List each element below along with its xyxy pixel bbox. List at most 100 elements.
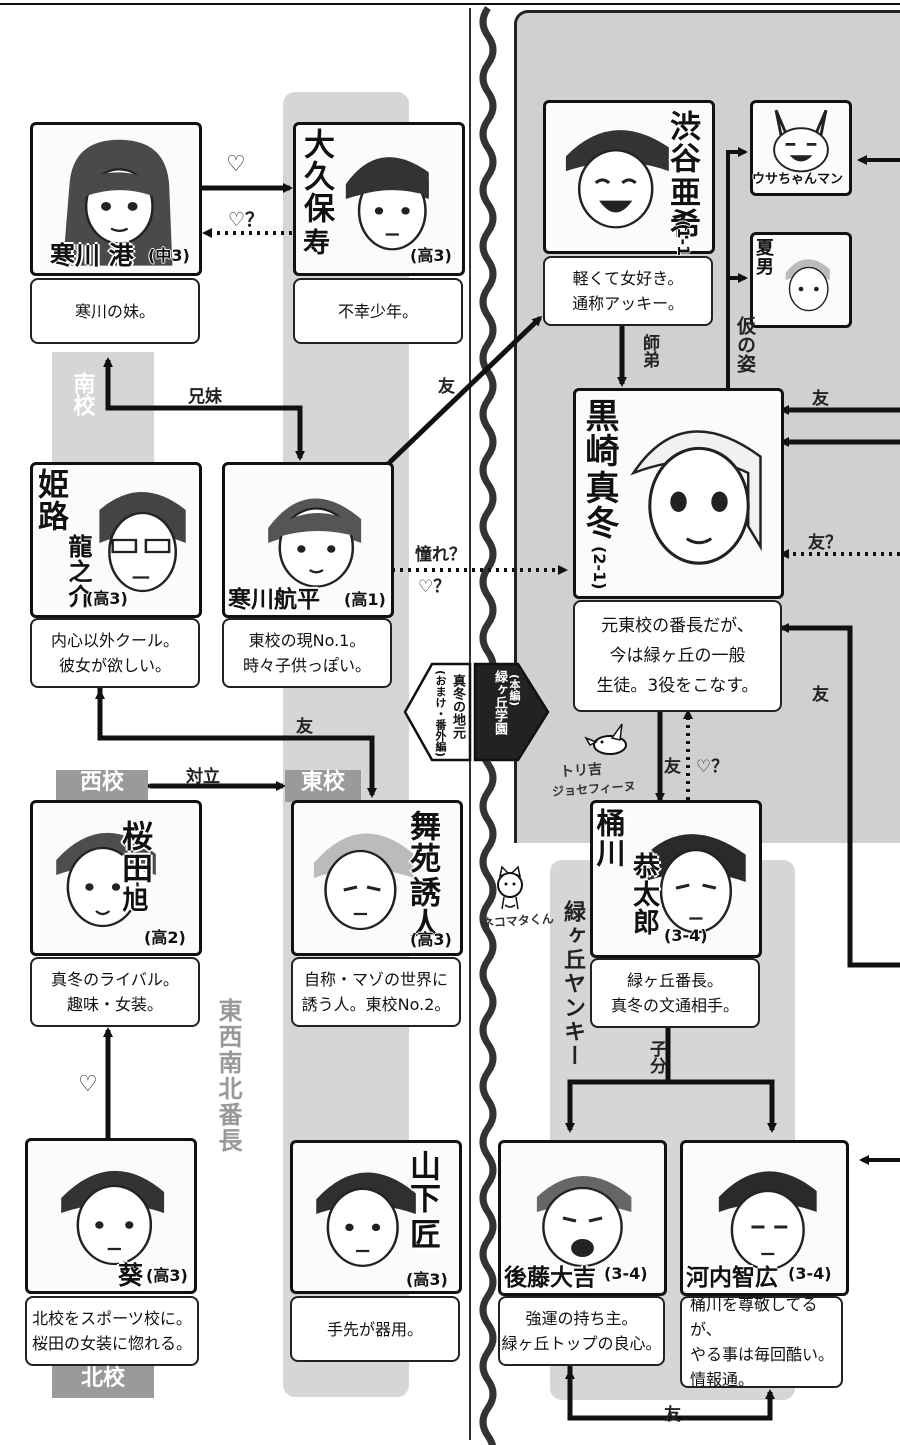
bunny-mask-portrait-icon — [773, 109, 829, 173]
signpost-right — [473, 662, 550, 762]
label-siblings: 兄妹 — [188, 387, 222, 407]
name-kohei: 寒川航平 — [228, 587, 320, 613]
name-okegawa-given: 恭太郎 — [628, 852, 659, 936]
desc-himeji: 内心以外クール。 彼女が欲しい。 — [30, 618, 200, 688]
name-minato: 寒川 港 — [50, 241, 134, 270]
grade-kohei: (高1) — [344, 590, 386, 609]
name-shibuya: 渋谷 — [664, 110, 700, 174]
desc-kohei: 東校の現No.1。 時々子供っぽい。 — [222, 618, 392, 688]
signpost-right-sub: (本編) — [508, 674, 521, 707]
portrait-natsuo — [750, 232, 852, 328]
himeji-maizono-friend — [97, 686, 377, 798]
cat-mascot-icon — [497, 865, 523, 910]
school-west: 西校 — [56, 770, 148, 802]
label-admire: 憧れ？ — [415, 545, 466, 565]
name-himeji-given: 龍之介 — [64, 534, 92, 609]
label-friend-okegawa: 友 — [664, 757, 681, 777]
boy-portrait-icon — [316, 1172, 416, 1267]
grade-kawachi: (3-4) — [788, 1264, 832, 1283]
signpost-left — [403, 662, 472, 762]
desc-mafuyu: 元東校の番長だが、 今は緑ヶ丘の一般 生徒。3役をこなす。 — [573, 600, 782, 712]
portrait-okegawa — [590, 800, 762, 958]
name-maizono: 舞苑 — [404, 810, 440, 874]
boy-portrait-icon — [718, 1171, 817, 1271]
label-heart-q-okegawa: ♡？ — [696, 757, 729, 777]
portrait-shibuya — [543, 100, 715, 254]
portrait-okubo — [293, 122, 465, 276]
name-goto: 後藤大吉 — [504, 1265, 596, 1291]
label-admire-heart: ♡？ — [418, 577, 451, 597]
signpost-left-sub: (おまけ・番外編) — [434, 670, 447, 758]
grade-shibuya: (1-1) — [674, 220, 693, 264]
portrait-minato — [30, 122, 202, 276]
grade-himeji: (高3) — [86, 589, 128, 608]
name-usachan: ウサちゃんマン — [752, 172, 844, 187]
grade-aoi: (高3) — [146, 1266, 188, 1285]
boy-portrait-icon — [642, 834, 746, 934]
label-friend-kohei-shibuya: 友 — [438, 377, 455, 397]
boy-portrait-icon — [56, 832, 156, 928]
portrait-yamashita — [290, 1140, 462, 1294]
boy-portrait-icon — [268, 498, 362, 588]
portrait-maizono — [291, 800, 463, 956]
label-mentor: 師弟 — [639, 334, 659, 368]
portrait-himeji — [30, 462, 202, 618]
grade-sakurada: (高2) — [144, 928, 186, 947]
label-rivalry: 対立 — [186, 767, 220, 787]
portrait-goto — [498, 1140, 667, 1296]
name-aoi: 葵 — [118, 1261, 144, 1290]
boy-portrait-icon — [785, 259, 830, 312]
protagonist-portrait-icon — [630, 430, 762, 565]
girl-portrait-icon — [62, 139, 173, 266]
label-disguise: 仮の姿 — [734, 316, 756, 373]
name-yamashita: 山下 — [404, 1150, 440, 1214]
underling-goto — [565, 1025, 671, 1133]
name-mafuyu-given: 真冬 — [579, 470, 619, 540]
boy-portrait-icon — [313, 833, 414, 931]
boy-portrait-icon — [345, 157, 429, 251]
grade-goto: (3-4) — [604, 1264, 648, 1283]
mascot-bird-name: トリ吉 — [559, 761, 603, 781]
grade-mafuyu: (2-1) — [590, 546, 609, 590]
desc-kawachi: 桶川を尊敬してるが、 やる事は毎回酷い。 情報通。 — [680, 1295, 843, 1389]
bird-mascot-icon — [584, 723, 627, 755]
school-north: 北校 — [52, 1366, 154, 1398]
desc-okubo: 不幸少年。 — [293, 278, 463, 344]
grade-okubo: (高3) — [410, 246, 452, 265]
name-kawachi: 河内智広 — [686, 1265, 778, 1291]
shouting-portrait-icon — [536, 1176, 632, 1268]
desc-sakurada: 真冬のライバル。 趣味・女装。 — [30, 957, 200, 1027]
school-south: 南校 — [69, 372, 95, 416]
portrait-aoi — [25, 1138, 197, 1294]
name-natsuo: 夏男 — [753, 238, 774, 276]
school-east: 東校 — [285, 770, 361, 802]
name-shibuya-given: 亜希 — [664, 176, 700, 240]
name-yamashita-given: 匠 — [404, 1218, 440, 1250]
four-directions-label: 東西南北番長 — [214, 998, 242, 1154]
name-sakurada-given: 旭 — [118, 886, 148, 913]
desc-shibuya: 軽くて女好き。 通称アッキー。 — [543, 256, 713, 326]
label-friend-goto-kawachi: 友 — [664, 1405, 681, 1425]
grade-minato: (中3) — [148, 246, 190, 265]
goto-kawachi-friend — [567, 1362, 775, 1421]
underling-kawachi — [668, 1079, 777, 1133]
laughing-portrait-icon — [565, 130, 669, 229]
kohei-shibuya-friend — [381, 315, 543, 471]
name-okubo: 大久保 — [298, 128, 334, 224]
desc-minato: 寒川の妹。 — [30, 278, 200, 344]
signpost-left-main: 真冬の地元 — [450, 674, 465, 739]
label-friend-loop: 友 — [812, 685, 829, 705]
portrait-kawachi — [680, 1140, 849, 1296]
portrait-sakurada — [30, 800, 202, 956]
label-friend-himeji-maizono: 友 — [296, 717, 313, 737]
desc-maizono: 自称・マゾの世界に 誘う人。東校No.2。 — [291, 957, 461, 1027]
label-heart-aoi: ♡ — [78, 1072, 98, 1097]
label-underling: 子分 — [646, 1040, 666, 1074]
name-okegawa: 桶川 — [592, 808, 626, 868]
label-friend-q: 友？ — [808, 533, 842, 553]
desc-yamashita: 手先が器用。 — [290, 1296, 460, 1362]
portrait-usachan — [750, 100, 852, 196]
label-friend-in-1: 友 — [812, 389, 829, 409]
